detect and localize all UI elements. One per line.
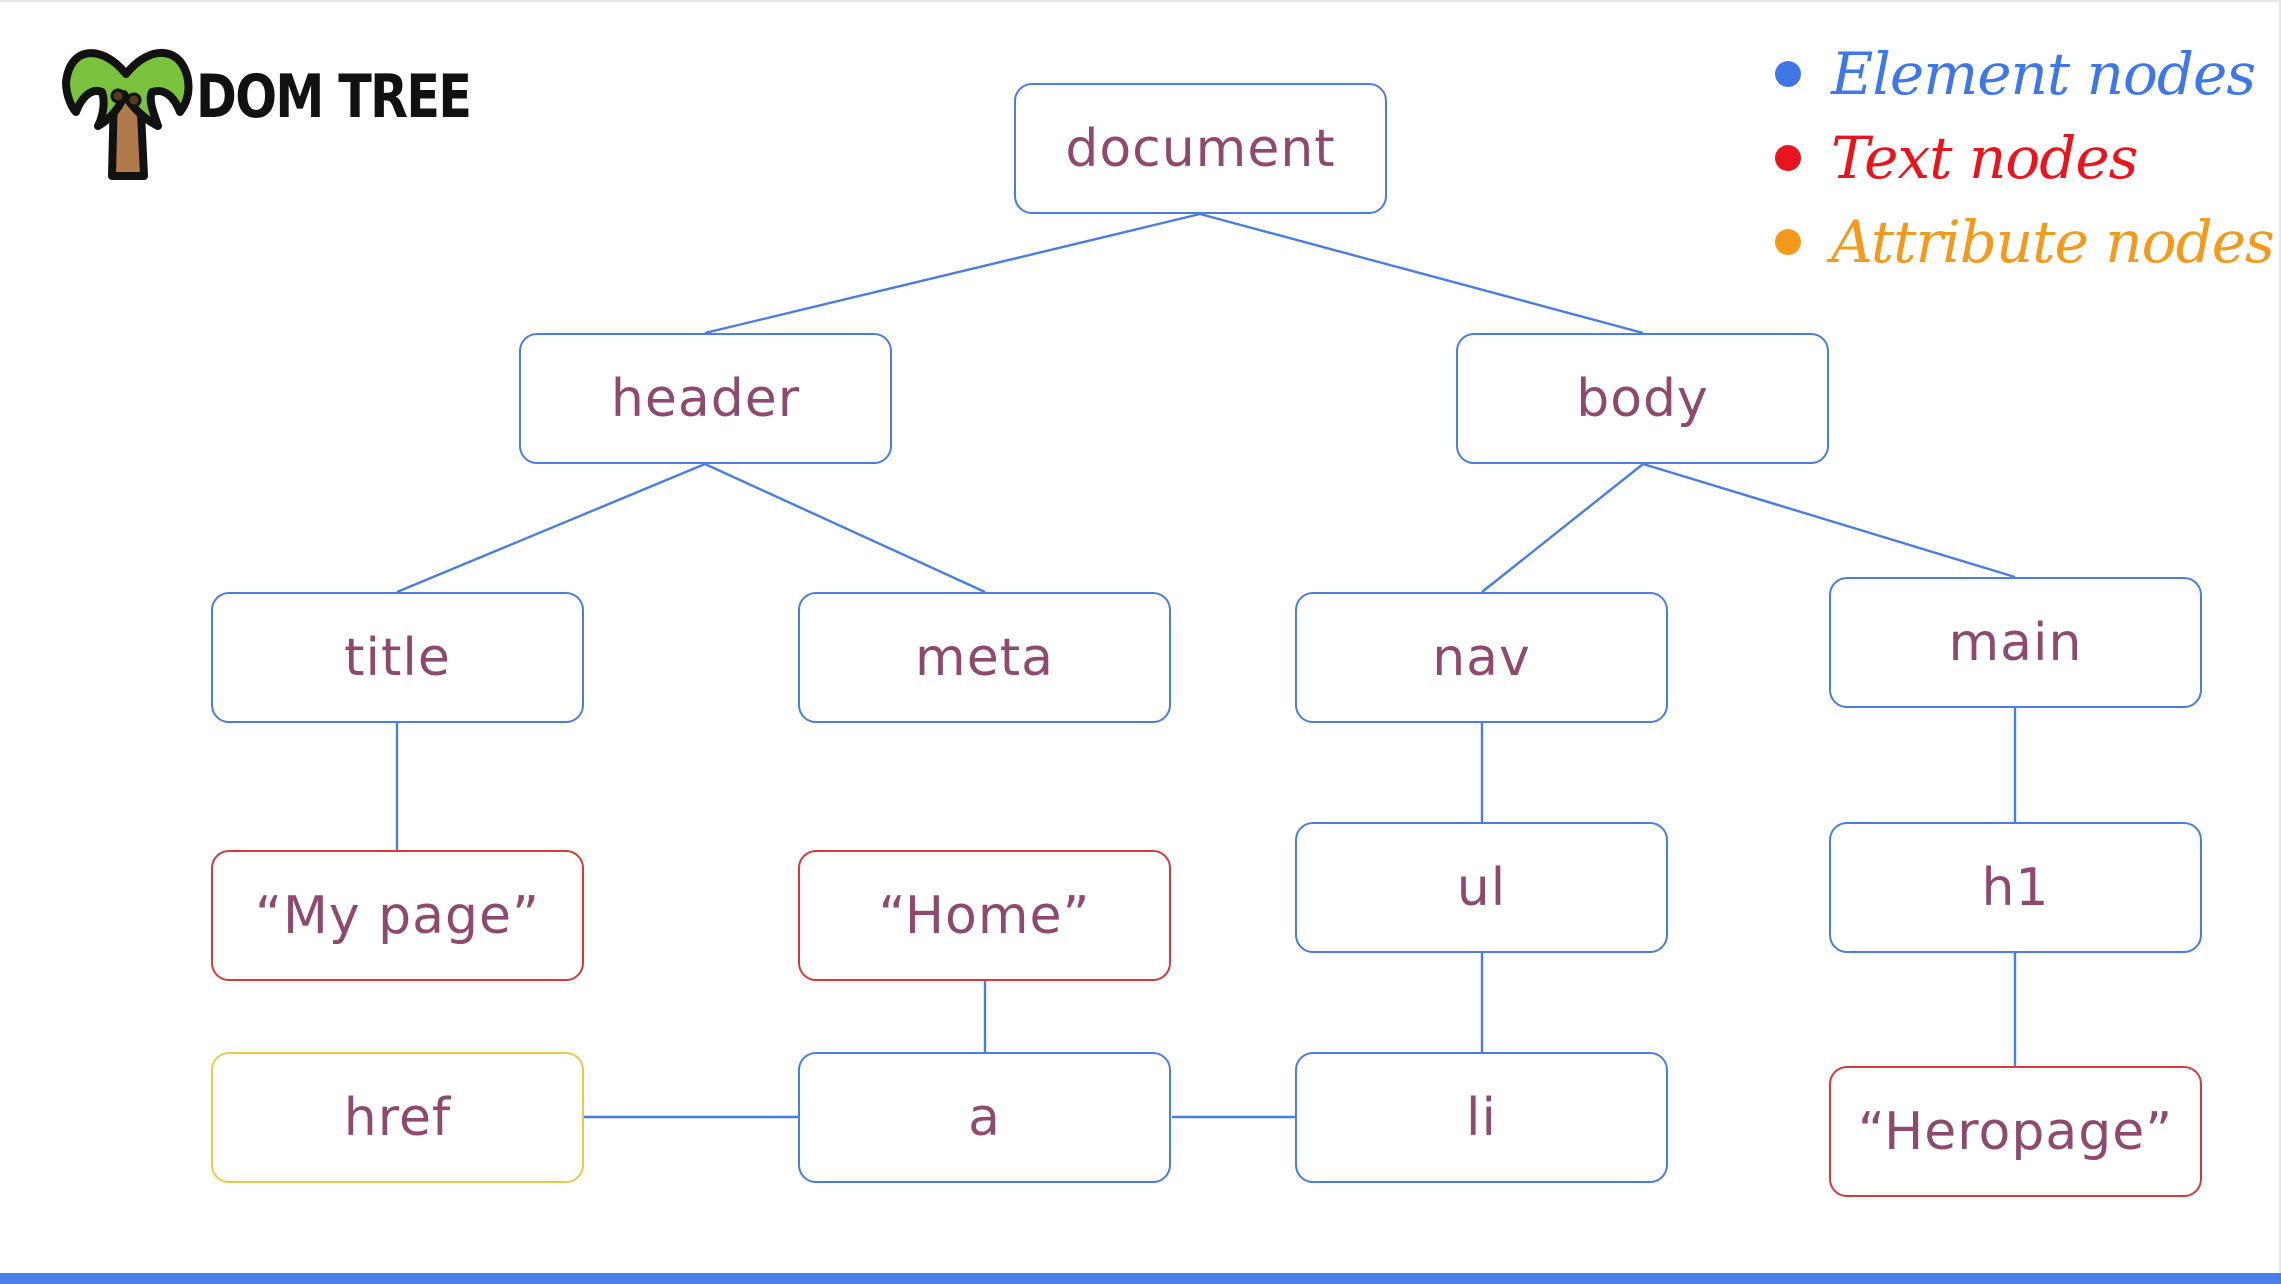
node-home-text: “Home” <box>798 850 1171 981</box>
node-heropage-text: “Heropage” <box>1829 1066 2202 1197</box>
edge-header-title <box>396 462 706 594</box>
legend-label: Element nodes <box>1831 40 2256 108</box>
node-body: body <box>1456 333 1829 464</box>
node-href-attribute: href <box>211 1052 584 1183</box>
legend-item-element-nodes: Element nodes <box>1775 40 2256 108</box>
bottom-accent-bar <box>0 1273 2281 1284</box>
edge-header-meta <box>704 462 986 594</box>
node-a: a <box>798 1052 1171 1183</box>
legend-dot-icon <box>1775 229 1801 255</box>
top-divider <box>0 0 2281 2</box>
legend-dot-icon <box>1775 145 1801 171</box>
node-li: li <box>1295 1052 1668 1183</box>
edge-document-header <box>704 212 1201 335</box>
edge-body-main <box>1642 462 2016 579</box>
edge-body-nav <box>1481 463 1644 593</box>
palm-tree-icon <box>62 48 193 180</box>
legend-item-attribute-nodes: Attribute nodes <box>1775 208 2275 276</box>
node-nav: nav <box>1295 592 1668 723</box>
logo <box>62 34 482 184</box>
node-main: main <box>1829 577 2202 708</box>
legend-label: Text nodes <box>1831 124 2138 192</box>
node-ul: ul <box>1295 822 1668 953</box>
logo-title: DOM TREE <box>196 62 472 132</box>
legend-item-text-nodes: Text nodes <box>1775 124 2138 192</box>
node-h1: h1 <box>1829 822 2202 953</box>
node-meta: meta <box>798 592 1171 723</box>
right-divider <box>2279 0 2281 1284</box>
node-header: header <box>519 333 892 464</box>
node-title: title <box>211 592 584 723</box>
legend-dot-icon <box>1775 61 1801 87</box>
edge-document-body <box>1199 212 1644 335</box>
legend-label: Attribute nodes <box>1831 208 2275 276</box>
node-my-page-text: “My page” <box>211 850 584 981</box>
node-document: document <box>1014 83 1387 214</box>
